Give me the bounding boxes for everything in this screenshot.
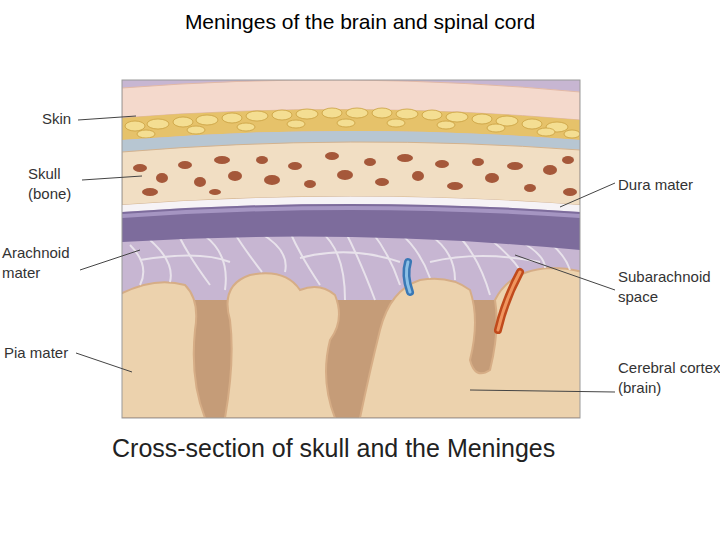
part-label: Subarachnoid space — [618, 267, 718, 306]
part-label: Arachnoid mater — [2, 243, 82, 282]
diagram-caption: Cross-section of skull and the Meninges — [112, 432, 632, 465]
part-label: Dura mater — [618, 175, 718, 195]
diagram-title: Meninges of the brain and spinal cord — [0, 8, 720, 35]
part-label: Pia mater — [4, 343, 84, 363]
part-label: Skull (bone) — [28, 164, 80, 203]
part-label: Skin — [42, 109, 102, 129]
part-label: Cerebral cortex (brain) — [618, 358, 720, 397]
